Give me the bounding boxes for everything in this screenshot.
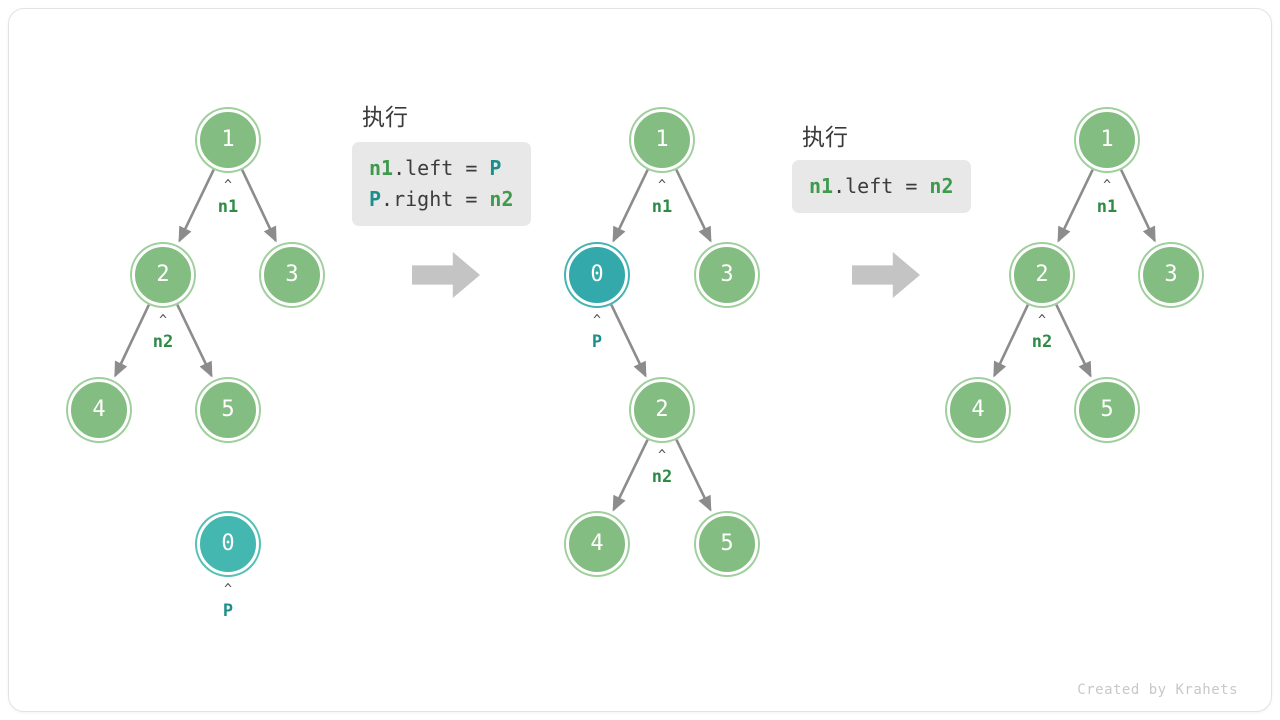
caret-up-icon: ^	[1038, 313, 1046, 328]
pointer-label-text: n2	[1031, 332, 1053, 352]
code-token: .left =	[833, 174, 930, 198]
tree-node-value: 5	[221, 397, 235, 422]
tree-node-3: 3	[261, 244, 323, 306]
code-token: P	[369, 187, 382, 211]
pointer-label-n1: ^ n1	[632, 178, 692, 217]
caret-up-icon: ^	[658, 448, 666, 463]
pointer-label-p: ^P	[567, 313, 627, 352]
footer-credit: Created by Krahets	[1077, 682, 1238, 698]
pointer-label-text: n2	[152, 332, 174, 352]
tree-node-5: 5	[1076, 379, 1138, 441]
caret-up-icon: ^	[224, 178, 232, 193]
pointer-label-text: P	[591, 332, 603, 352]
pointer-label-n2: ^ n2	[1012, 313, 1072, 352]
tree-node-2: 2	[132, 244, 194, 306]
tree-node-value: 1	[1100, 127, 1114, 152]
pointer-label-text: P	[222, 601, 234, 621]
pointer-label-p: ^P	[198, 582, 258, 621]
pointer-label-n1: ^ n1	[198, 178, 258, 217]
code-token: n2	[489, 187, 514, 211]
tree-node-5: 5	[696, 513, 758, 575]
pointer-label-n2: ^ n2	[632, 448, 692, 487]
tree-node-1: 1	[1076, 109, 1138, 171]
pointer-label-text: n1	[651, 197, 673, 217]
tree-node-value: 2	[156, 262, 170, 287]
tree-node-value: 2	[655, 397, 669, 422]
step-arrow-2	[852, 252, 920, 298]
tree-node-0: 0	[197, 513, 259, 575]
caret-up-icon: ^	[1103, 178, 1111, 193]
pointer-label-text: n1	[1096, 197, 1118, 217]
pointer-label-text: n1	[217, 197, 239, 217]
caret-up-icon: ^	[658, 178, 666, 193]
tree-node-value: 5	[1100, 397, 1114, 422]
tree-node-value: 3	[720, 262, 734, 287]
tree-node-value: 4	[971, 397, 985, 422]
code-line: P.right = n2	[369, 184, 514, 215]
step-arrow-1	[412, 252, 480, 298]
tree-node-5: 5	[197, 379, 259, 441]
tree-node-4: 4	[566, 513, 628, 575]
tree-node-value: 0	[590, 262, 604, 287]
pointer-label-text: n2	[651, 467, 673, 487]
tree-node-3: 3	[696, 244, 758, 306]
tree-node-value: 2	[1035, 262, 1049, 287]
tree-node-value: 1	[655, 127, 669, 152]
tree-node-value: 3	[1164, 262, 1178, 287]
caret-up-icon: ^	[224, 582, 232, 597]
tree-node-value: 4	[590, 531, 604, 556]
caret-up-icon: ^	[159, 313, 167, 328]
tree-node-value: 3	[285, 262, 299, 287]
tree-node-value: 0	[221, 531, 235, 556]
pointer-label-n1: ^ n1	[1077, 178, 1137, 217]
tree-node-value: 5	[720, 531, 734, 556]
tree-node-4: 4	[68, 379, 130, 441]
tree-node-0: 0	[566, 244, 628, 306]
code-token: .left =	[393, 156, 490, 180]
tree-node-4: 4	[947, 379, 1009, 441]
code-token: n1	[809, 174, 834, 198]
code-line: n1.left = P	[369, 153, 514, 184]
pointer-label-n2: ^ n2	[133, 313, 193, 352]
tree-node-1: 1	[197, 109, 259, 171]
code-block: n1.left = n2	[792, 160, 971, 213]
tree-node-2: 2	[631, 379, 693, 441]
operation-title: 执行	[802, 124, 848, 150]
code-token: n1	[369, 156, 394, 180]
tree-node-value: 4	[92, 397, 106, 422]
code-token: .right =	[381, 187, 490, 211]
code-token: P	[489, 156, 502, 180]
caret-up-icon: ^	[593, 313, 601, 328]
operation-title: 执行	[362, 104, 408, 130]
code-token: n2	[929, 174, 954, 198]
code-line: n1.left = n2	[809, 171, 954, 202]
tree-node-2: 2	[1011, 244, 1073, 306]
tree-node-value: 1	[221, 127, 235, 152]
tree-node-1: 1	[631, 109, 693, 171]
tree-node-3: 3	[1140, 244, 1202, 306]
